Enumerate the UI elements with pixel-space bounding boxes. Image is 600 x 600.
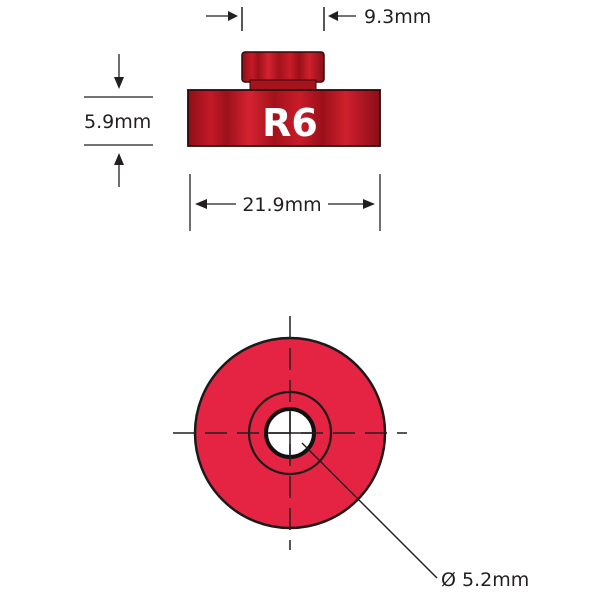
base (187, 89, 381, 147)
side-view: R6 (187, 51, 381, 147)
arrow-up-icon (114, 153, 124, 187)
arrow-right-icon (206, 11, 238, 21)
part-label: R6 (262, 101, 318, 145)
top-width-label: 9.3mm (364, 6, 431, 28)
arrow-down-icon (114, 54, 124, 89)
base-width-label: 21.9mm (242, 194, 321, 216)
arrow-left-icon (328, 11, 356, 21)
height-label: 5.9mm (84, 111, 151, 133)
arrow-right-icon (328, 199, 375, 209)
arrow-left-icon (195, 199, 236, 209)
neck (249, 79, 317, 91)
center-lines (173, 316, 407, 550)
hole-diameter-label: Ø 5.2mm (441, 569, 529, 591)
top-cap (241, 51, 325, 83)
base-width-dimension: 21.9mm (189, 174, 381, 231)
top-view: Ø 5.2mm (173, 316, 529, 591)
leader-line (301, 442, 438, 579)
height-dimension: 5.9mm (84, 54, 153, 187)
top-width-dimension: 9.3mm (206, 6, 431, 31)
